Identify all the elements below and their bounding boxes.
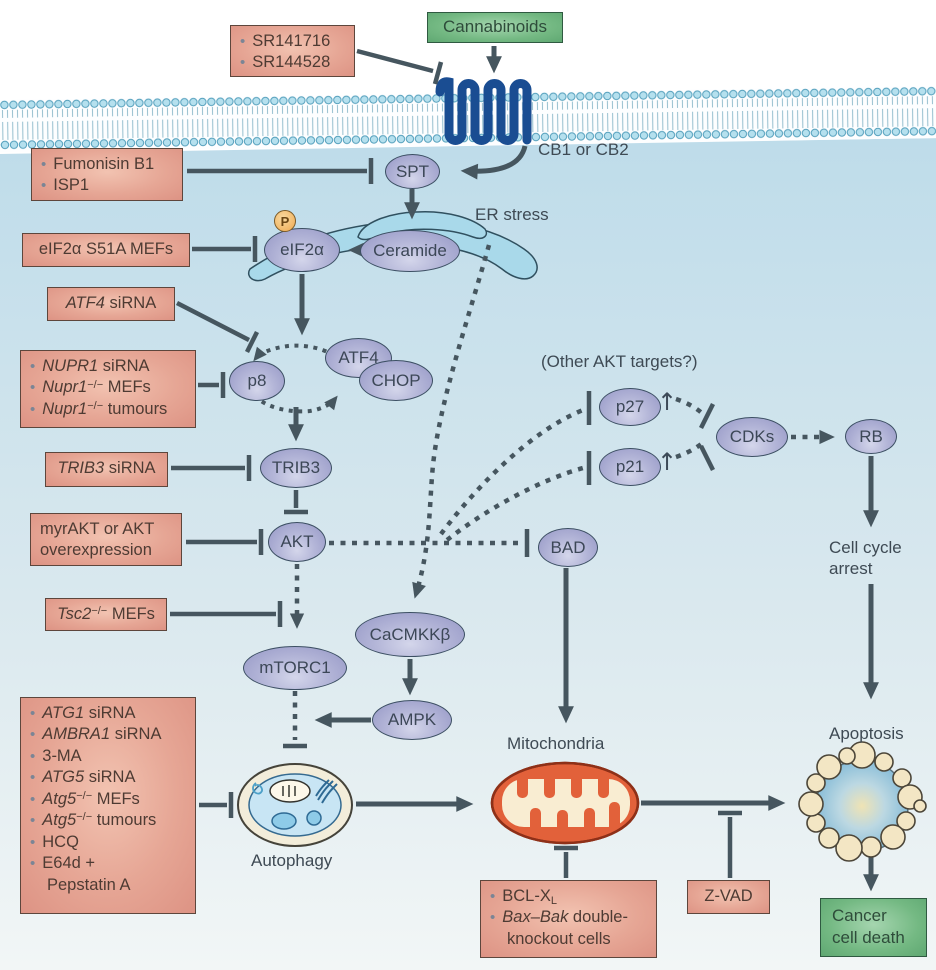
label-cb1-or-cb2: CB1 or CB2 <box>538 140 629 159</box>
node-bad: BAD <box>538 528 598 567</box>
node-p27: p27 <box>599 388 661 426</box>
autophagosome-icon <box>237 763 353 847</box>
inhibit-eif2amefs-to-eif2a <box>192 236 258 262</box>
label-mitochondria: Mitochondria <box>507 734 605 753</box>
box-autophagy-inhibitors: •ATG1 siRNA•AMBRA1 siRNA•3-MA•ATG5 siRNA… <box>20 697 196 914</box>
box-cannabinoids: Cannabinoids <box>427 12 563 43</box>
box-fumonisin-isp1: •Fumonisin B1•ISP1 <box>31 148 183 201</box>
box-nupr1-interventions: •NUPR1 siRNA•Nupr1−/− MEFs•Nupr1−/− tumo… <box>20 350 196 428</box>
inhibit-atf4sirna-to-cycle <box>175 300 260 354</box>
label-autophagy: Autophagy <box>251 851 333 870</box>
inhibit-trib3sirna-to-trib3 <box>171 455 252 481</box>
node-cdks: CDKs <box>716 417 788 457</box>
node-mtorc1: mTORC1 <box>243 646 347 690</box>
arrow-receptor-to-spt <box>460 145 528 180</box>
cannabinoids-label: Cannabinoids <box>443 17 547 37</box>
dashed-junction-to-p21 <box>445 465 584 542</box>
node-eif2a: eIF2α <box>264 228 340 272</box>
box-eif2a-s51a-mefs: eIF2α S51A MEFs <box>22 233 190 267</box>
node-chop: CHOP <box>359 360 433 401</box>
dashed-inhibitors <box>292 396 707 740</box>
node-cacmkkb: CaCMKKβ <box>355 612 465 657</box>
tbar-p27-to-cdks <box>698 402 716 430</box>
box-z-vad: Z-VAD <box>687 880 770 914</box>
node-ceramide: Ceramide <box>360 230 460 272</box>
inhibit-bcl-to-mitochondria <box>554 845 578 878</box>
box-atf4-sirna: ATF4 siRNA <box>47 287 175 321</box>
dashed-cycle-bottom-arc <box>253 393 338 414</box>
label-other-akt-targets: (Other AKT targets?) <box>541 352 698 371</box>
inhibit-trib3-to-akt <box>284 490 308 515</box>
inhibit-myrakt-to-akt <box>186 529 264 555</box>
apoptotic-cell-icon <box>798 741 927 862</box>
box-trib3-sirna: TRIB3 siRNA <box>45 452 168 487</box>
inhibition-lines <box>170 48 742 878</box>
dashed-cycle-top-arc <box>253 343 343 365</box>
box-sr141716-sr144528: •SR141716•SR144528 <box>230 25 355 77</box>
mitochondria-icon <box>490 761 640 845</box>
box-tsc2-mefs: Tsc2−/− MEFs <box>45 598 167 631</box>
node-rb: RB <box>845 419 897 454</box>
cb-receptor-icon <box>435 77 532 145</box>
node-ampk: AMPK <box>372 700 452 740</box>
node-spt: SPT <box>385 154 440 189</box>
cytoplasm-background <box>0 138 936 970</box>
p27-up-arrow: ↑ <box>657 388 678 416</box>
p21-up-arrow: ↑ <box>657 448 678 476</box>
box-bcl-xl-bax-bak: •BCL-XL•Bax–Bak double-knockout cells <box>480 880 657 958</box>
node-p8: p8 <box>229 361 285 401</box>
inhibit-zvad-to-apoptosis-arrow <box>718 810 742 878</box>
inhibit-fumonisin-to-spt <box>187 158 374 184</box>
node-akt: AKT <box>268 522 326 562</box>
solid-arrows <box>288 46 879 892</box>
inhibit-tsc2-to-mtorc1-axis <box>170 601 283 627</box>
inhibit-atgbox-to-autophagy <box>199 792 234 818</box>
label-er-stress: ER stress <box>475 205 549 224</box>
phospho-badge: P <box>274 210 296 232</box>
inhibit-nupr1-to-p8 <box>198 372 226 398</box>
node-trib3: TRIB3 <box>260 448 332 488</box>
dashed-p21-to-cdks <box>675 439 707 460</box>
dashed-p27-to-cdks <box>675 396 706 417</box>
inhibit-sr-to-receptor <box>356 48 444 85</box>
dashed-junction-to-p27 <box>439 407 584 536</box>
label-apoptosis: Apoptosis <box>829 724 904 743</box>
node-p21: p21 <box>599 448 661 486</box>
tbar-p21-to-cdks <box>698 444 716 472</box>
